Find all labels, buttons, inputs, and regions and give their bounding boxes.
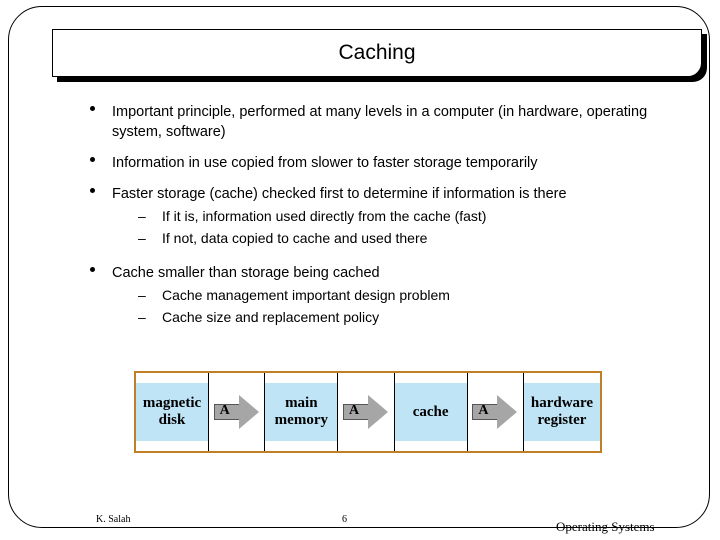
sub-bullet-text: Cache management important design proble… (162, 287, 450, 303)
diagram-stage-hardware-register: hardware register (523, 373, 600, 451)
arrow-icon: A (213, 395, 260, 429)
slide-body: Important principle, performed at many l… (86, 102, 666, 338)
sub-bullet-text: Cache size and replacement policy (162, 309, 380, 325)
arrow-head (367, 395, 388, 429)
stage-label-line1: magnetic (142, 395, 202, 411)
diagram-stage-cache: cache (394, 373, 468, 451)
sub-bullet-text: If not, data copied to cache and used th… (162, 230, 428, 246)
title-box (52, 29, 702, 77)
arrow-shaft (213, 404, 240, 420)
diagram-arrow-3: A (468, 373, 524, 451)
sub-bullet-dash: – (138, 230, 146, 246)
stage-label-line1: main (285, 395, 318, 411)
stage-label-line2: memory (274, 412, 328, 428)
bullet-item: Cache smaller than storage being cached … (86, 263, 666, 327)
arrow-label: A (348, 403, 360, 418)
bullet-dot-icon (90, 106, 95, 111)
footer-course-name: Operating Systems (556, 519, 655, 534)
bullet-text: Cache smaller than storage being cached (112, 265, 380, 281)
bullet-dot-icon (90, 188, 95, 193)
arrow-shaft (342, 404, 369, 420)
bullet-dot-icon (90, 267, 95, 272)
bullet-item: Important principle, performed at many l… (86, 102, 666, 142)
bullet-item: Information in use copied from slower to… (86, 153, 666, 173)
sub-bullet-dash: – (138, 309, 146, 325)
bullet-item: Faster storage (cache) checked first to … (86, 184, 666, 248)
stage-box: hardware register (523, 383, 600, 441)
stage-box: magnetic disk (136, 383, 208, 441)
cache-hierarchy-diagram: magnetic disk A main memory A (134, 371, 602, 453)
bullet-text: Important principle, performed at many l… (112, 104, 648, 140)
bullet-text: Faster storage (cache) checked first to … (112, 186, 567, 202)
stage-label-line1: cache (412, 403, 449, 420)
arrow-icon: A (472, 395, 518, 429)
diagram-arrow-2: A (338, 373, 395, 451)
stage-label-line1: hardware (530, 395, 594, 411)
sub-bullet-item: – Cache size and replacement policy (112, 307, 666, 327)
footer-author: K. Salah (96, 514, 131, 525)
diagram-arrow-1: A (209, 373, 266, 451)
sub-bullet-item: – Cache management important design prob… (112, 285, 666, 305)
stage-label-line2: register (537, 412, 587, 428)
slide-frame (8, 6, 710, 528)
arrow-head (238, 395, 259, 429)
footer-page-number: 6 (342, 514, 347, 525)
stage-box: cache (394, 383, 467, 441)
sub-bullet-dash: – (138, 208, 146, 224)
diagram-stage-magnetic-disk: magnetic disk (136, 373, 209, 451)
stage-label-line2: disk (158, 412, 186, 428)
sub-bullet-item: – If it is, information used directly fr… (112, 206, 666, 226)
sub-bullet-item: – If not, data copied to cache and used … (112, 228, 666, 248)
stage-box: main memory (265, 383, 338, 441)
arrow-shaft (472, 404, 499, 420)
arrow-head (497, 395, 518, 429)
diagram-stage-main-memory: main memory (265, 373, 339, 451)
page-title: Caching (338, 41, 416, 64)
arrow-label: A (478, 403, 489, 418)
bullet-dot-icon (90, 157, 95, 162)
bullet-text: Information in use copied from slower to… (112, 155, 538, 171)
sub-bullet-dash: – (138, 287, 146, 303)
arrow-icon: A (342, 395, 389, 429)
sub-bullet-text: If it is, information used directly from… (162, 208, 487, 224)
arrow-label: A (219, 403, 230, 418)
